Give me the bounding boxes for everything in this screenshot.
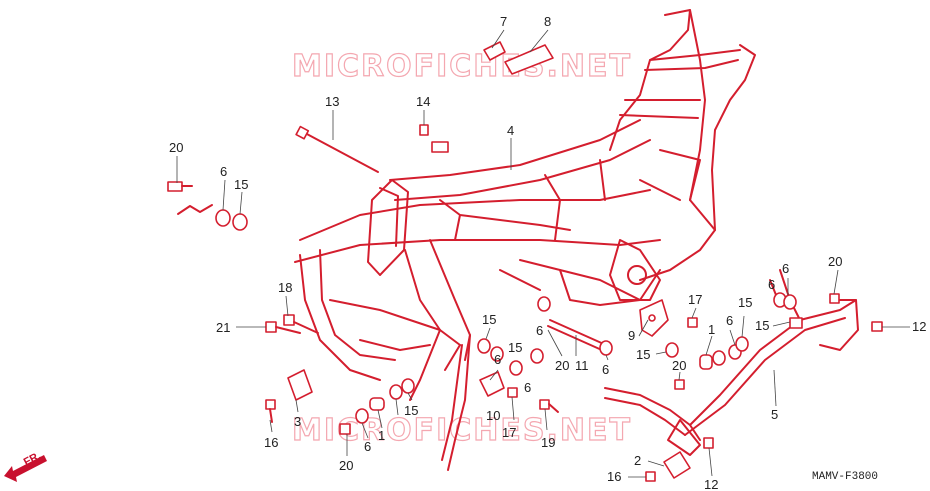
callout-labels: 7 8 13 14 4 20 6 15 18 21 3 16 20 1 6 15…: [169, 14, 926, 491]
main-frame: [294, 9, 756, 471]
diagram-code: MAMV-F3800: [812, 471, 878, 483]
callout-15-mid: 15: [482, 312, 496, 327]
callout-12-right: 12: [912, 319, 926, 334]
callout-20-bottom: 20: [339, 458, 353, 473]
lower-cradle: [604, 269, 859, 456]
callout-15-right: 15: [636, 347, 650, 362]
callout-9: 9: [628, 328, 635, 343]
callout-8: 8: [544, 14, 551, 29]
callout-15-right3: 15: [755, 318, 769, 333]
callout-16-bottom: 16: [607, 469, 621, 484]
callout-12-bottom: 12: [704, 477, 718, 491]
leader-lines: [176, 29, 910, 478]
callout-6-right3: 6: [782, 261, 789, 276]
callout-6-mid: 6: [494, 352, 501, 367]
direction-label: FR.: [22, 450, 43, 469]
callout-11: 11: [575, 358, 589, 373]
callout-4: 4: [507, 123, 514, 138]
callout-16-left: 16: [264, 435, 278, 450]
watermark-top: MICROFICHES.NET: [292, 49, 632, 84]
callout-17-right: 17: [688, 292, 702, 307]
callout-10: 10: [486, 408, 500, 423]
callout-13: 13: [325, 94, 339, 109]
callout-21: 21: [216, 320, 230, 335]
callout-6-mid5: 6: [602, 362, 609, 377]
callout-15-left: 15: [234, 177, 248, 192]
callout-18: 18: [278, 280, 292, 295]
small-parts: [167, 41, 883, 482]
callout-14: 14: [416, 94, 430, 109]
callout-20-right: 20: [672, 358, 686, 373]
callout-15-right2: 15: [738, 295, 752, 310]
callout-20-top-right: 20: [828, 254, 842, 269]
callout-6-left: 6: [220, 164, 227, 179]
callout-2: 2: [634, 453, 641, 468]
callout-3: 3: [294, 414, 301, 429]
callout-15-center: 15: [404, 403, 418, 418]
callout-6-mid4: 6: [536, 323, 543, 338]
callout-6-right2: 6: [768, 277, 775, 292]
callout-20-left: 20: [169, 140, 183, 155]
callout-20-mid: 20: [555, 358, 569, 373]
callout-1-center: 1: [378, 428, 385, 443]
callout-7: 7: [500, 14, 507, 29]
callout-6-center: 6: [364, 439, 371, 454]
callout-19: 19: [541, 435, 555, 450]
front-direction-arrow: FR.: [4, 450, 47, 482]
callout-6-right: 6: [726, 313, 733, 328]
callout-17-mid: 17: [502, 425, 516, 440]
callout-15-mid2: 15: [508, 340, 522, 355]
callout-1-right: 1: [708, 322, 715, 337]
callout-5: 5: [771, 407, 778, 422]
callout-6-mid3: 6: [524, 380, 531, 395]
